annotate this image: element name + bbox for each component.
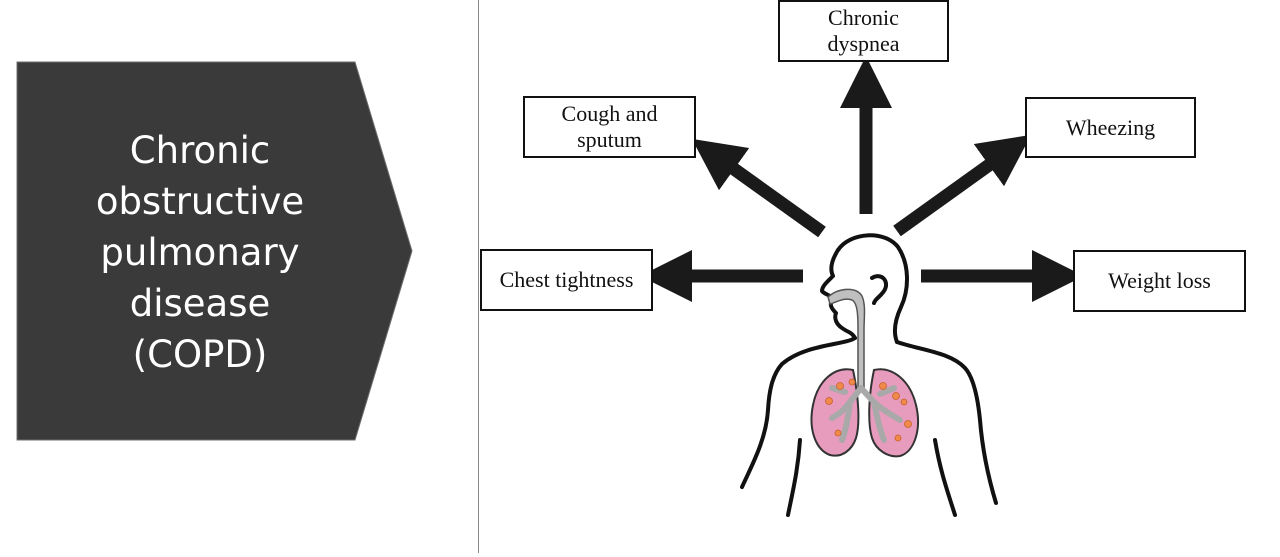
divider bbox=[478, 0, 479, 553]
symptom-weight-loss: Weight loss bbox=[1073, 250, 1246, 312]
symptom-chest-tightness: Chest tightness bbox=[480, 249, 653, 311]
arrow-to-wheezing bbox=[893, 134, 1032, 237]
copd-title: Chronic obstructive pulmonary disease (C… bbox=[95, 129, 305, 376]
symptom-cough-and-sputum: Cough and sputum bbox=[523, 96, 696, 158]
copd-banner: Chronic obstructive pulmonary disease (C… bbox=[0, 0, 420, 553]
inflammation-spots-icon bbox=[825, 378, 912, 442]
arrow-to-cough bbox=[691, 138, 826, 238]
symptom-chronic-dyspnea: Chronic dyspnea bbox=[778, 0, 949, 62]
chevron-shape bbox=[16, 61, 413, 441]
bronchi-icon bbox=[829, 385, 903, 443]
lungs-icon bbox=[810, 368, 919, 458]
symptom-wheezing: Wheezing bbox=[1025, 97, 1196, 158]
